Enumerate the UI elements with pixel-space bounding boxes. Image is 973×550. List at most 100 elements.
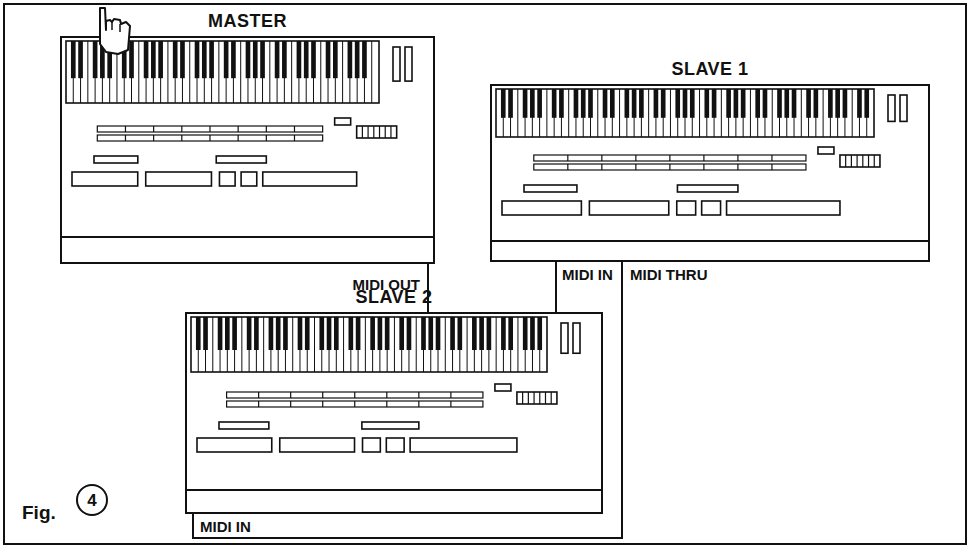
button-strip (216, 156, 266, 163)
key-divider (517, 317, 518, 372)
black-key (144, 41, 149, 78)
black-key (843, 89, 848, 118)
black-key (196, 317, 201, 350)
panel-button (146, 172, 212, 186)
black-key (399, 317, 404, 350)
black-key (129, 41, 134, 78)
key-divider (721, 89, 722, 137)
port-label: MIDI IN (562, 266, 613, 283)
wheel (888, 95, 895, 121)
base-line (186, 489, 602, 491)
black-key (639, 89, 644, 118)
slider-row (97, 135, 322, 141)
key-divider (371, 41, 372, 103)
black-key (588, 89, 593, 118)
slider-divider (418, 392, 419, 398)
black-key (297, 41, 302, 78)
panel-button (363, 438, 381, 452)
stroke (845, 155, 846, 167)
key-divider (416, 317, 417, 372)
slider-divider (386, 392, 387, 398)
key-divider (546, 89, 547, 137)
stroke (539, 392, 540, 404)
black-key (864, 89, 869, 118)
panel-button (280, 438, 355, 452)
key-divider (291, 41, 292, 103)
button-strip (524, 185, 577, 192)
black-key (305, 317, 310, 350)
key-divider (445, 317, 446, 372)
black-key (151, 41, 156, 78)
black-key (180, 41, 185, 78)
slider-divider (181, 135, 182, 141)
black-key (806, 89, 811, 118)
slider-divider (238, 135, 239, 141)
black-key (209, 41, 214, 78)
stroke (367, 126, 368, 138)
key-divider (852, 89, 853, 137)
button-strip (362, 422, 419, 429)
midi-cable (428, 262, 556, 318)
led (335, 118, 351, 125)
slider-divider (669, 155, 670, 161)
key-divider (314, 317, 315, 372)
slider-divider (209, 135, 210, 141)
slider-row (227, 392, 483, 398)
slider-divider (418, 401, 419, 407)
keyboard-body (490, 84, 930, 262)
key-divider (597, 89, 598, 137)
slider-divider (322, 392, 323, 398)
panel-button (386, 438, 404, 452)
black-key (537, 317, 542, 350)
keys-area (496, 89, 874, 137)
key-divider (212, 317, 213, 372)
keyboard-title: SLAVE 1 (490, 58, 930, 80)
black-key (122, 41, 127, 78)
panel-button (502, 201, 581, 215)
black-key (632, 89, 637, 118)
key-divider (517, 89, 518, 137)
key-divider (263, 317, 264, 372)
key-divider (750, 89, 751, 137)
figure-label: Fig. (22, 504, 56, 521)
black-key (712, 89, 717, 118)
black-key (523, 89, 528, 118)
slider-divider (209, 126, 210, 132)
black-key (501, 89, 506, 118)
black-key (385, 317, 390, 350)
slider-divider (567, 155, 568, 161)
slider-divider (601, 155, 602, 161)
keyboard-case (491, 85, 929, 261)
key-divider (823, 89, 824, 137)
slider-divider (294, 135, 295, 141)
black-key (253, 41, 258, 78)
black-key (275, 41, 280, 78)
panel-button (677, 201, 696, 215)
finger-line (119, 24, 121, 32)
black-key (421, 317, 426, 350)
black-key (523, 317, 528, 350)
stroke (373, 126, 374, 138)
keyboard-body (60, 36, 435, 264)
slider-divider (635, 164, 636, 170)
slider-divider (669, 164, 670, 170)
slider-divider (153, 135, 154, 141)
slider-divider (266, 135, 267, 141)
key-divider (801, 89, 802, 137)
display (357, 126, 397, 138)
black-key (225, 317, 230, 350)
black-key (334, 317, 339, 350)
black-key (784, 89, 789, 118)
key-divider (648, 89, 649, 137)
key-divider (467, 317, 468, 372)
black-key (319, 317, 324, 350)
black-key (326, 41, 331, 78)
finger-line (111, 22, 113, 30)
base-line (61, 236, 434, 238)
black-key (260, 41, 265, 78)
black-key (763, 89, 768, 118)
black-key (78, 41, 83, 78)
black-key (231, 41, 236, 78)
black-key (246, 41, 251, 78)
panel-button (702, 201, 721, 215)
